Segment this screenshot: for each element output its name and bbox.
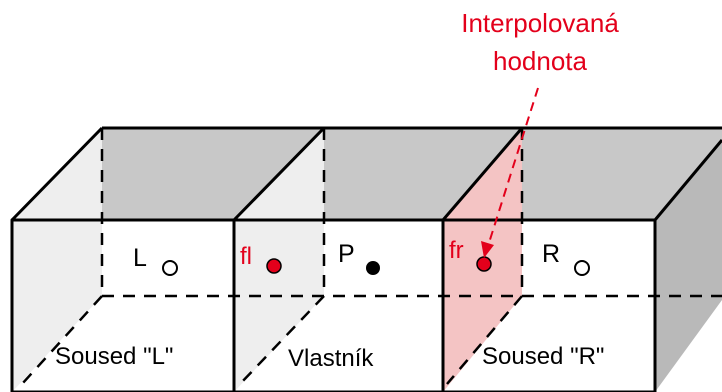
cell-owner-name: Vlastník: [288, 345, 374, 372]
point-fl-marker: [266, 258, 282, 274]
annotation-line-2: hodnota: [493, 46, 588, 76]
hidden-edges: [21, 128, 722, 385]
point-l-marker: [162, 260, 178, 276]
annotation-arrow: [481, 87, 539, 258]
cell-left-name: Soused "L": [55, 343, 173, 370]
cell-right-name: Soused "R": [482, 343, 604, 370]
visible-edges: [10, 126, 722, 392]
left-cell-face: [12, 128, 102, 392]
point-r-label: R: [542, 240, 560, 268]
point-fr-marker: [476, 256, 492, 272]
face-fr-label: fr: [449, 237, 464, 264]
point-r-marker: [574, 260, 590, 276]
top-face: [12, 128, 722, 220]
point-p-marker: [366, 261, 380, 275]
point-p-label: P: [338, 240, 355, 268]
face-fl-label: fl: [240, 243, 252, 270]
right-side-face: [655, 140, 722, 392]
annotation-line-1: Interpolovaná: [461, 8, 619, 38]
point-l-label: L: [133, 244, 147, 272]
owner-cell-face: [234, 128, 324, 392]
